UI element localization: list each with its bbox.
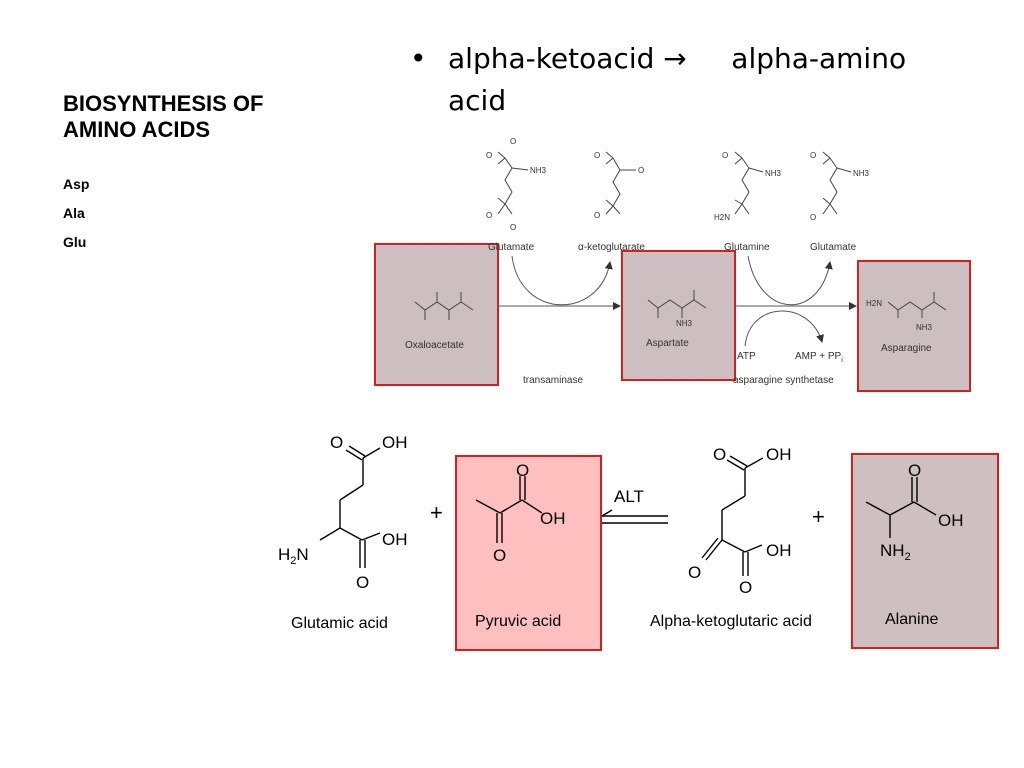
aketoglutaric-acid-structure (701, 455, 764, 576)
right-arrow-icon: → (663, 42, 687, 75)
aketoglutarate-structure (605, 151, 636, 215)
alanine-box (851, 453, 999, 649)
glutamate-1-o-top: O (486, 151, 492, 160)
alt-reaction-diagram: O OH H2N OH O Glutamic acid + O OH O Pyr… (278, 433, 999, 651)
aketo-o1: O (713, 445, 726, 464)
glutamine-to-glutamate-curve (747, 255, 833, 306)
glutamic-oh2: OH (382, 530, 408, 549)
glutamine-h2n: H2N (714, 213, 730, 222)
pyruvic-o-top: O (516, 461, 529, 480)
aketo-o3: O (739, 578, 752, 597)
aspartate-nh3: NH3 (676, 319, 693, 328)
glutamate-2-o-top: O (810, 151, 816, 160)
glutamate-1-nh3: NH3 (530, 166, 547, 175)
glutamic-o1: O (330, 433, 343, 452)
alanine-structure (865, 477, 937, 538)
glutamine-nh3: NH3 (765, 169, 782, 178)
glutamic-acid-label: Glutamic acid (291, 615, 388, 632)
asparagine-nh3: NH3 (916, 323, 933, 332)
equilibrium-arrow (601, 509, 668, 524)
glutamate-1-o-top2: O (510, 137, 516, 146)
glutamic-h2n: H2N (278, 545, 309, 567)
glutamate-2-o-bot: O (810, 213, 816, 222)
glutamate-2-nh3: NH3 (853, 169, 870, 178)
slide-title: BIOSYNTHESIS OF AMINO ACIDS (63, 91, 363, 144)
pyruvic-acid-structure (475, 476, 543, 543)
oxaloacetate-structure (414, 292, 474, 320)
asparagine-structure (887, 292, 947, 318)
pyruvic-acid-label: Pyruvic acid (475, 613, 561, 630)
oxaloacetate-label: Oxaloacetate (405, 340, 464, 351)
amino-acid-list: Asp Ala Glu (63, 170, 89, 257)
transaminase-label: transaminase (523, 375, 583, 386)
title-line-2: AMINO ACIDS (63, 117, 211, 143)
aspartate-box (621, 250, 736, 381)
title-line-1: BIOSYNTHESIS OF (63, 91, 264, 116)
aketoglutarate-label: α-ketoglutarate (578, 242, 645, 253)
amp-label: AMP + PPi (795, 351, 843, 364)
aketo-o2: O (688, 563, 701, 582)
bullet-marker: • (410, 42, 427, 75)
glutamine-label: Glutamine (724, 242, 770, 253)
alanine-oh: OH (938, 511, 964, 530)
plus-sign-2: + (812, 504, 825, 529)
aspartate-label: Aspartate (646, 338, 689, 349)
pyruvic-acid-box (455, 455, 602, 651)
aketoglutaric-acid-label: Alpha-ketoglutaric acid (650, 613, 812, 630)
bullet-right: alpha-amino (731, 42, 907, 75)
alanine-nh2: NH2 (880, 541, 911, 563)
glutamate-1-o-bot2: O (510, 223, 516, 232)
aketo-oh1: OH (766, 445, 792, 464)
glutamic-acid-structure (319, 445, 381, 568)
atp-label: ATP (737, 351, 756, 362)
atp-to-amp-curve (744, 310, 824, 347)
glutamate-2-structure (822, 151, 852, 215)
bullet-text: alpha-ketoacid → alpha-amino (448, 38, 906, 80)
glutamic-o2: O (356, 573, 369, 592)
aketoglutarate-o1: O (594, 151, 600, 160)
synthetase-label: asparagine synthetase (733, 375, 834, 386)
asparagine-h2n: H2N (866, 299, 882, 308)
alt-enzyme-label: ALT (614, 487, 644, 506)
glutamic-oh1: OH (382, 433, 408, 452)
oxaloacetate-box (374, 243, 499, 386)
asparagine-pathway-diagram: O O NH3 O O Glutamate O O O α-ketoglutar… (374, 137, 971, 392)
alanine-o: O (908, 461, 921, 480)
glutamate-1-structure (497, 151, 529, 215)
glutamate-to-aketoglutarate-curve (511, 255, 613, 306)
list-item: Ala (63, 205, 85, 221)
alanine-label: Alanine (885, 611, 938, 628)
asparagine-box (857, 260, 971, 392)
glutamine-o-top: O (722, 151, 728, 160)
aketo-oh2: OH (766, 541, 792, 560)
list-item: Glu (63, 234, 87, 250)
aketoglutarate-o2: O (638, 166, 644, 175)
glutamate-1-o-bot: O (486, 211, 492, 220)
plus-sign-1: + (430, 500, 443, 525)
bullet-left: alpha-ketoacid (448, 42, 655, 75)
list-item: Asp (63, 176, 90, 192)
pyruvic-oh: OH (540, 509, 566, 528)
glutamate-2-label: Glutamate (810, 242, 857, 253)
bullet-line-2: acid (448, 84, 507, 117)
pyruvic-o-bot: O (493, 546, 506, 565)
asparagine-label: Asparagine (881, 343, 932, 354)
aspartate-structure (647, 290, 707, 318)
aketoglutarate-o3: O (594, 211, 600, 220)
glutamate-1-label: Glutamate (488, 242, 535, 253)
glutamine-structure (734, 151, 764, 215)
